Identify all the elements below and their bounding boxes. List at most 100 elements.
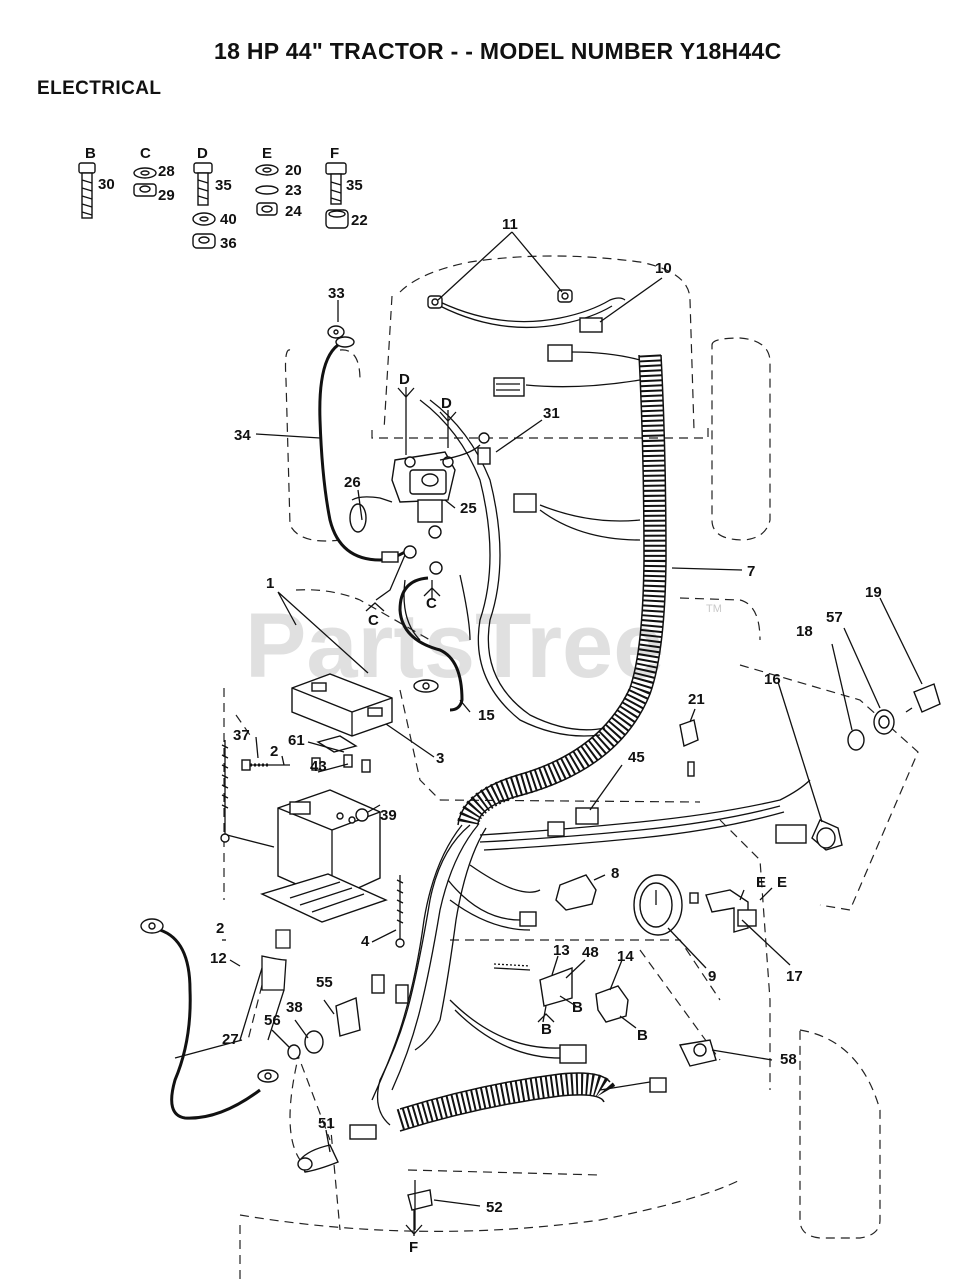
connector bbox=[493, 377, 525, 397]
callout-55: 55 bbox=[316, 974, 333, 991]
ignition-key bbox=[913, 683, 941, 713]
callout-13: 13 bbox=[553, 942, 570, 959]
connector bbox=[775, 824, 807, 844]
callout-19: 19 bbox=[865, 584, 882, 601]
callout-61: 61 bbox=[288, 732, 305, 749]
callout-27: 27 bbox=[222, 1031, 239, 1048]
callout-16: 16 bbox=[764, 671, 781, 688]
seat-switch bbox=[595, 985, 629, 1023]
hardware-letter: D bbox=[197, 145, 208, 162]
page-title: 18 HP 44" TRACTOR - - MODEL NUMBER Y18H4… bbox=[214, 38, 782, 64]
tractor-outline bbox=[223, 255, 919, 1280]
hardware-letter: B bbox=[85, 145, 96, 162]
watermark-tm: TM bbox=[706, 603, 722, 615]
hardware-part-number: 40 bbox=[220, 211, 237, 228]
hex-nut bbox=[847, 729, 865, 751]
callout-8: 8 bbox=[611, 865, 619, 882]
leader-lines bbox=[174, 231, 923, 1236]
ref-letter-c: C bbox=[368, 612, 379, 629]
battery-assembly bbox=[220, 673, 405, 948]
battery-tray bbox=[260, 873, 388, 923]
hardware-part-number: 35 bbox=[215, 177, 232, 194]
reference-letters: D D C C E E B B B F bbox=[365, 371, 787, 1256]
callout-labels: 11 10 33 34 31 26 25 7 1 19 57 18 16 15 … bbox=[210, 216, 882, 1216]
callout-12: 12 bbox=[210, 950, 227, 967]
callout-48: 48 bbox=[582, 944, 599, 961]
hardware-part-number: 30 bbox=[98, 176, 115, 193]
callout-2: 2 bbox=[270, 743, 278, 760]
hardware-part-number: 24 bbox=[285, 203, 302, 220]
callout-21: 21 bbox=[688, 691, 705, 708]
callout-9: 9 bbox=[708, 968, 716, 985]
coiled-wire-harness bbox=[396, 354, 667, 1132]
hardware-group-f: F 35 22 bbox=[325, 145, 368, 229]
connector bbox=[349, 1124, 377, 1140]
hardware-part-number: 20 bbox=[285, 162, 302, 179]
callout-10: 10 bbox=[655, 260, 672, 277]
switch bbox=[335, 997, 361, 1037]
ground-cable bbox=[140, 918, 291, 1120]
headlight-harness bbox=[427, 289, 641, 397]
callout-26: 26 bbox=[344, 474, 361, 491]
callout-2b: 2 bbox=[216, 920, 224, 937]
callout-37: 37 bbox=[233, 727, 250, 744]
hardware-part-number: 35 bbox=[346, 177, 363, 194]
callout-11: 11 bbox=[502, 216, 518, 233]
relay bbox=[555, 874, 597, 911]
callout-39: 39 bbox=[380, 807, 397, 824]
battery-tag bbox=[316, 735, 358, 753]
bracket bbox=[539, 966, 573, 1007]
callout-56: 56 bbox=[264, 1012, 281, 1029]
callout-7: 7 bbox=[747, 563, 755, 580]
hardware-part-number: 22 bbox=[351, 212, 368, 229]
callout-31: 31 bbox=[543, 405, 560, 422]
callout-3: 3 bbox=[436, 750, 444, 767]
ref-letter-d: D bbox=[441, 395, 452, 412]
callout-57: 57 bbox=[826, 609, 843, 626]
callout-15: 15 bbox=[478, 707, 495, 724]
hardware-part-number: 28 bbox=[158, 163, 175, 180]
main-wire-bundle bbox=[371, 399, 811, 1126]
hardware-group-e: E 20 23 24 bbox=[255, 145, 302, 220]
callout-34: 34 bbox=[234, 427, 251, 444]
callout-25: 25 bbox=[460, 500, 477, 517]
connector bbox=[513, 493, 537, 513]
callout-58: 58 bbox=[780, 1051, 797, 1068]
ref-letter-d: D bbox=[399, 371, 410, 388]
connector bbox=[559, 1044, 587, 1064]
callout-43: 43 bbox=[310, 758, 327, 775]
callout-1: 1 bbox=[266, 575, 274, 592]
hardware-part-number: 23 bbox=[285, 182, 302, 199]
ref-letter-f: F bbox=[409, 1239, 418, 1256]
connector bbox=[575, 807, 599, 825]
callout-38: 38 bbox=[286, 999, 303, 1016]
ref-letter-c: C bbox=[426, 595, 437, 612]
components bbox=[287, 432, 941, 1230]
hardware-group-d: D 35 40 36 bbox=[192, 145, 237, 252]
hardware-letter: F bbox=[330, 145, 339, 162]
hardware-group-c: C 28 29 bbox=[133, 145, 175, 204]
washer bbox=[304, 1030, 324, 1054]
starter-solenoid bbox=[391, 444, 481, 539]
bolt-shank bbox=[81, 172, 93, 219]
callout-4: 4 bbox=[361, 933, 370, 950]
battery-cables bbox=[318, 325, 464, 712]
callout-51: 51 bbox=[318, 1115, 335, 1132]
callout-52: 52 bbox=[486, 1199, 503, 1216]
connector bbox=[547, 344, 573, 362]
hardware-letter: C bbox=[140, 145, 151, 162]
callout-45: 45 bbox=[628, 749, 645, 766]
callout-33: 33 bbox=[328, 285, 345, 302]
relay-switch bbox=[679, 719, 699, 747]
ref-letter-e: E bbox=[756, 874, 766, 891]
hardware-part-number: 36 bbox=[220, 235, 237, 252]
section-title: ELECTRICAL bbox=[37, 78, 162, 99]
callout-14: 14 bbox=[617, 948, 634, 965]
clip bbox=[407, 1189, 433, 1211]
callout-17: 17 bbox=[786, 968, 803, 985]
ref-letter-e: E bbox=[777, 874, 787, 891]
callout-18: 18 bbox=[796, 623, 813, 640]
hardware-group-b: B 30 bbox=[78, 145, 115, 219]
hardware-part-number: 29 bbox=[158, 187, 175, 204]
